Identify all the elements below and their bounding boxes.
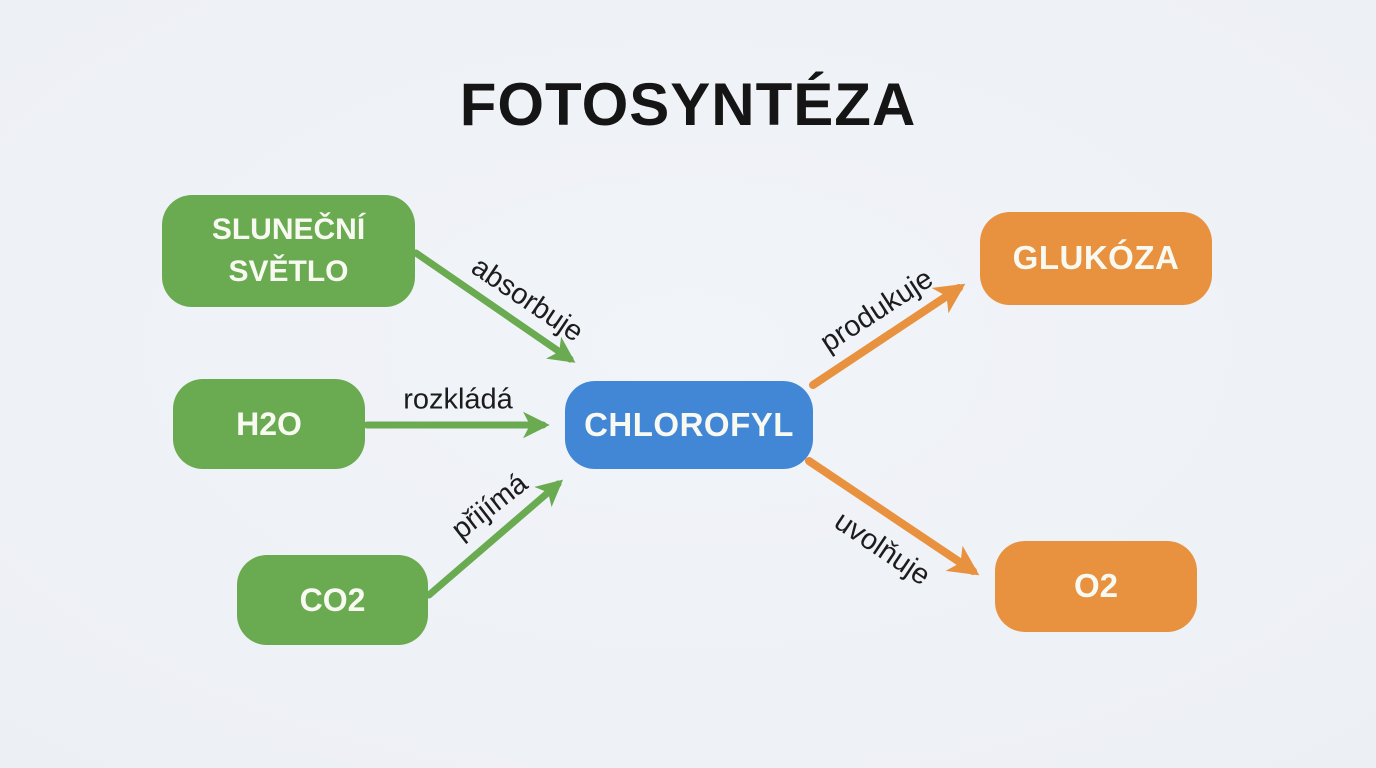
node-o2: O2 — [995, 541, 1197, 632]
node-chlorophyll: CHLOROFYL — [565, 381, 813, 469]
edge-label-rozklada: rozkládá — [403, 383, 513, 416]
node-chlorophyll-label: CHLOROFYL — [584, 405, 794, 443]
arrow-chlorophyll-to-o2 — [805, 457, 980, 576]
node-sunlight-label: SLUNEČNÍ SVĚTLO — [211, 213, 366, 288]
node-o2-label: O2 — [1073, 567, 1119, 605]
arrow-chlorophyll-to-glucose — [809, 283, 966, 389]
diagram-title: FOTOSYNTÉZA — [459, 71, 917, 138]
arrow-co2-to-chlorophyll — [425, 479, 564, 599]
arrow-sunlight-to-chlorophyll — [412, 249, 576, 363]
node-glucose-label: GLUKÓZA — [1012, 239, 1180, 277]
node-co2-label: CO2 — [299, 581, 366, 618]
node-h2o: H2O — [173, 379, 365, 469]
node-sunlight: SLUNEČNÍ SVĚTLO — [162, 195, 415, 307]
node-h2o-label: H2O — [236, 405, 302, 442]
node-co2: CO2 — [237, 555, 428, 645]
node-glucose: GLUKÓZA — [980, 212, 1212, 305]
